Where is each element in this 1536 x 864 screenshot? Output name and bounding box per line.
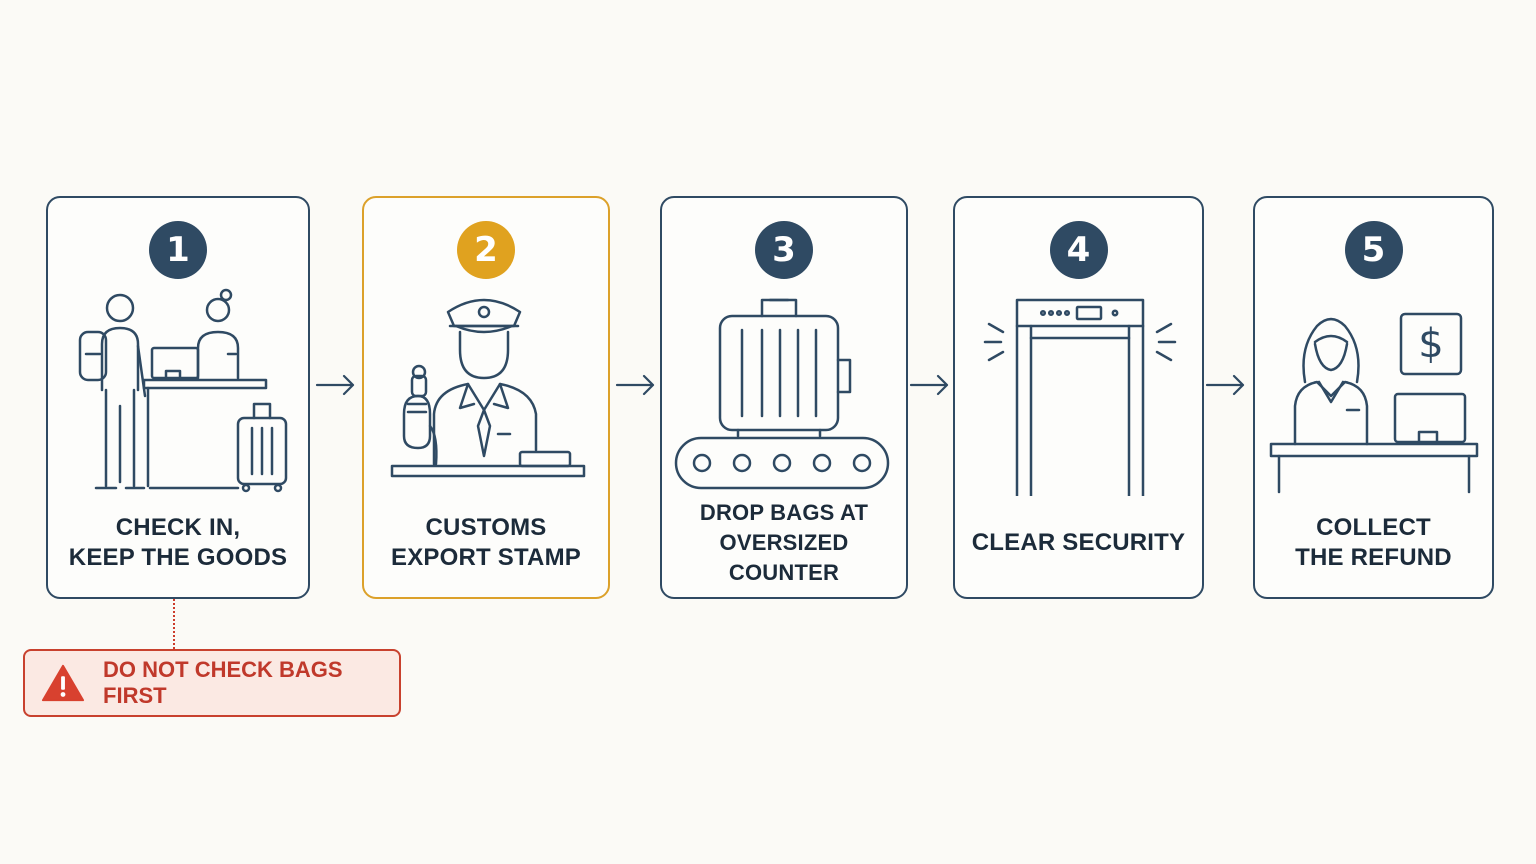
check-in-desk-icon: [78, 288, 288, 493]
step-number-badge: 1: [149, 221, 207, 279]
arrow-right-icon: [315, 374, 355, 396]
step-number-badge: 5: [1344, 221, 1403, 279]
dollar-sign-icon: $: [1418, 321, 1444, 367]
arrow-right-icon: [1205, 374, 1245, 396]
luggage-conveyor-icon: [674, 298, 890, 490]
arrow-right-icon: [615, 374, 655, 396]
step-number-badge: 4: [1049, 221, 1108, 279]
step-number-badge: 2: [457, 221, 515, 279]
step-label: CLEAR SECURITY: [971, 529, 1186, 556]
warning-connector: [173, 599, 175, 649]
warning-text: DO NOT CHECK BAGS FIRST: [103, 657, 343, 708]
arrow-right-icon: [909, 374, 949, 396]
customs-officer-icon: [390, 298, 586, 478]
step-number-badge: 3: [755, 221, 813, 279]
security-gate-icon: [983, 298, 1177, 496]
warning-triangle-icon: [41, 664, 85, 702]
step-card-4: 4 CLEAR SECURITY: [953, 196, 1204, 599]
refund-counter-icon: [1269, 312, 1479, 494]
warning-callout: DO NOT CHECK BAGS FIRST: [23, 649, 401, 717]
step-card-1: 1 CHECK IN,KEEP THE GOODS: [46, 196, 310, 599]
step-label: CHECK IN,KEEP THE GOODS: [68, 514, 288, 571]
